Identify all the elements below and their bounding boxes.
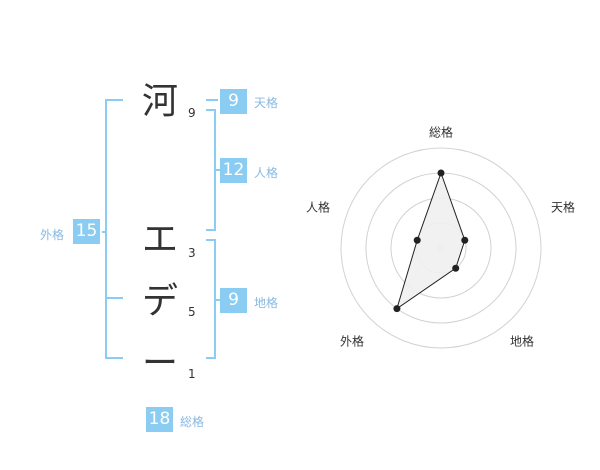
name-char-4: ー [141, 343, 178, 384]
radar-axis-label-1: 総格 [429, 125, 453, 140]
chikaku-label: 地格 [254, 296, 279, 310]
radar-point-1 [437, 169, 445, 177]
radar-data-shape [396, 171, 466, 310]
name-breakdown: 河 9 エ 3 デ 5 ー 1 9 天格 12 人格 9 地格 外格 15 18… [40, 81, 279, 432]
stroke-count-2: 3 [188, 246, 196, 260]
stroke-count-3: 5 [188, 305, 196, 319]
soukaku-score: 18 [146, 407, 173, 432]
radar-point-5 [413, 236, 421, 244]
name-char-1: 河 [141, 81, 178, 122]
jinkaku-bracket [206, 109, 221, 231]
radar-axis-label-5: 人格 [306, 200, 330, 215]
radar-axis-label-4: 外格 [340, 334, 364, 349]
soukaku-label: 総格 [180, 415, 205, 429]
radar-ring-4 [340, 147, 542, 349]
radar-data-points [393, 169, 469, 313]
stroke-count-4: 1 [188, 367, 196, 381]
chikaku-bracket [206, 239, 221, 359]
radar-point-2 [461, 236, 469, 244]
chikaku-score: 9 [220, 288, 247, 313]
stroke-count-1: 9 [188, 106, 196, 120]
radar-point-3 [452, 264, 460, 272]
gaikaku-score: 15 [73, 219, 100, 244]
radar-axis-label-3: 地格 [510, 334, 534, 349]
name-char-3: デ [141, 281, 178, 322]
gaikaku-bracket [102, 99, 123, 359]
radar-axis-label-2: 天格 [551, 200, 575, 215]
fortune-radar-panel: 総格天格地格 外格 人格 [300, 0, 600, 470]
radar-polygon [396, 171, 466, 310]
gaikaku-label: 外格 [40, 228, 65, 242]
name-char-2: エ [141, 219, 178, 260]
jinkaku-score: 12 [220, 158, 247, 183]
radar-point-4 [393, 305, 401, 313]
jinkaku-label: 人格 [254, 166, 279, 180]
bracket-lines [102, 99, 221, 359]
tenkaku-label: 天格 [254, 96, 279, 110]
tenkaku-score: 9 [220, 89, 247, 114]
